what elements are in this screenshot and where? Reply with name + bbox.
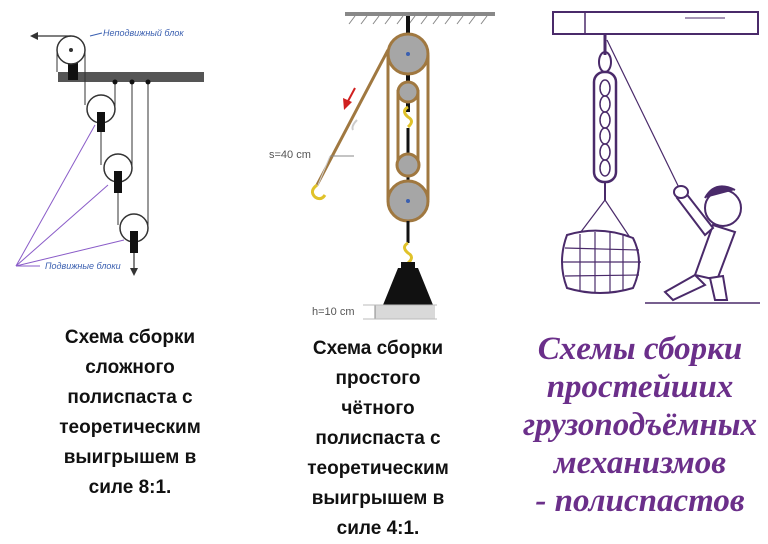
pull-hook: [310, 183, 327, 201]
load-arrow: [130, 268, 138, 276]
movable-blocks-label: Подвижные блоки: [45, 261, 121, 271]
title-line: механизмов: [554, 445, 726, 481]
caption-line: выигрышем в: [63, 447, 197, 468]
caption-line: силе 8:1.: [88, 477, 172, 498]
boy-figure: [663, 185, 742, 302]
caption-line: выигрышем в: [311, 488, 445, 509]
chain-block: [592, 70, 618, 184]
middle-caption: Схема сборки простого чётного полиспаста…: [278, 334, 478, 544]
fixed-block-label: Неподвижный блок: [103, 28, 184, 38]
caption-line: Схема сборки: [64, 327, 196, 348]
hook-lower: [403, 241, 413, 265]
caption-line: Схема сборки: [312, 338, 444, 359]
caption-line: полиспаста с: [315, 428, 441, 449]
simple-pulley-diagram: s=40 cm h=10 cm: [255, 0, 505, 330]
title-line: грузоподъёмных: [522, 407, 758, 443]
caption-line: полиспаста с: [67, 387, 193, 408]
caption-line: теоретическим: [59, 417, 201, 438]
height-label: h=10 cm: [312, 306, 355, 318]
ceiling: [345, 12, 495, 16]
title-line: простейших: [546, 369, 734, 405]
caption-line: теоретическим: [307, 458, 449, 479]
title-line: Схемы сборки: [537, 331, 743, 367]
movable-pulley-small: [395, 152, 421, 178]
hook-upper: [403, 105, 413, 129]
distance-label: s=40 cm: [269, 149, 311, 161]
right-title: Схемы сборки простейших грузоподъёмных м…: [512, 330, 768, 520]
simple-pulley-svg: s=40 cm h=10 cm: [269, 12, 495, 320]
compound-pulley-svg: Неподвижный блок Подвижные блоки: [15, 28, 204, 276]
compound-pulley-diagram: Неподвижный блок Подвижные блоки: [0, 0, 230, 300]
fixed-pulley-small: [396, 80, 420, 104]
caption-line: простого: [335, 368, 421, 389]
pull-direction-arrow: [343, 98, 352, 110]
ceiling-beam: [58, 72, 204, 82]
weight-base: [375, 305, 435, 319]
left-caption: Схема сборки сложного полиспаста с теоре…: [30, 323, 230, 503]
caption-line: сложного: [85, 357, 175, 378]
caption-line: силе 4:1.: [336, 518, 420, 539]
illustration-svg: [552, 11, 760, 304]
block-and-tackle-illustration: [545, 0, 768, 310]
wooden-beam: [552, 11, 759, 35]
caption-line: чётного: [341, 398, 415, 419]
fixed-pulley-mount: [68, 55, 78, 80]
weight: [383, 268, 433, 305]
title-line: - полиспастов: [535, 483, 745, 519]
pull-arrow: [30, 32, 38, 40]
